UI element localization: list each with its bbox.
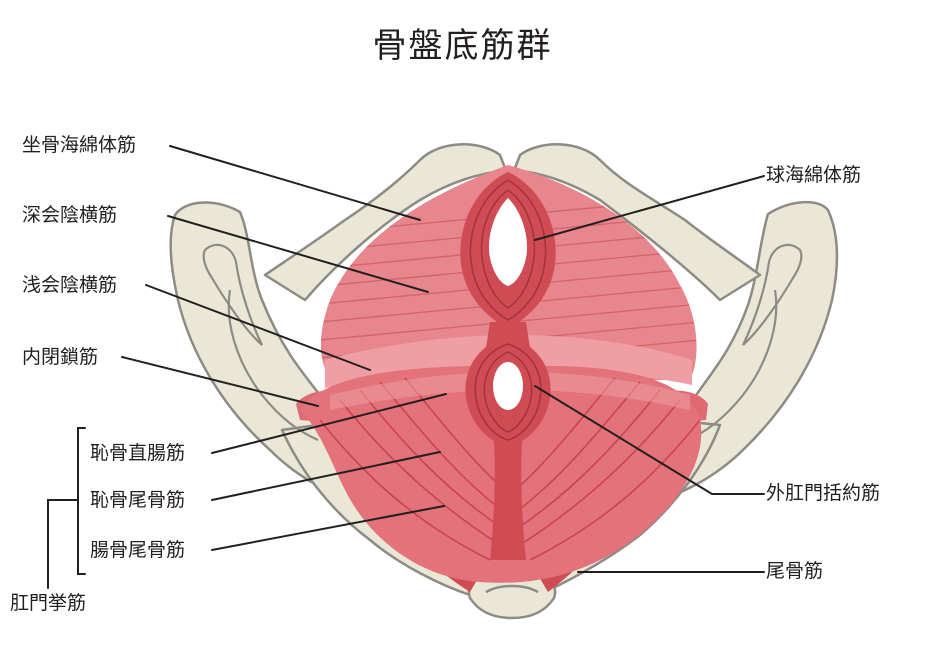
leader-puborectalis bbox=[211, 393, 447, 454]
label-ischiocavernosus: 坐骨海綿体筋 bbox=[22, 134, 137, 156]
levator-ani-bracket-stem bbox=[47, 499, 79, 589]
label-pubococcygeus: 恥骨尾骨筋 bbox=[90, 489, 186, 511]
label-puborectalis: 恥骨直腸筋 bbox=[90, 442, 186, 464]
anal-opening bbox=[493, 362, 523, 410]
levator-ani-bracket bbox=[77, 427, 86, 575]
central-sphincters bbox=[460, 172, 556, 560]
label-deep-transverse-perineal: 深会陰横筋 bbox=[22, 204, 118, 226]
leader-ischiocavernosus bbox=[169, 145, 421, 221]
leader-iliococcygeus bbox=[211, 505, 445, 551]
urogenital-opening bbox=[488, 198, 528, 286]
leader-obturator-internus bbox=[121, 356, 319, 407]
label-external-anal-sphincter: 外肛門括約筋 bbox=[766, 482, 881, 504]
anococcygeal-body bbox=[490, 440, 526, 560]
label-obturator-internus: 内閉鎖筋 bbox=[22, 346, 99, 368]
leader-lines bbox=[47, 145, 765, 589]
leader-external-anal-sphincter bbox=[534, 385, 765, 495]
leader-deep-transverse bbox=[167, 215, 429, 293]
label-iliococcygeus: 腸骨尾骨筋 bbox=[90, 539, 186, 561]
leader-pubococcygeus bbox=[211, 451, 441, 501]
page-title: 骨盤底筋群 bbox=[372, 26, 553, 66]
label-bulbospongiosus: 球海綿体筋 bbox=[766, 164, 862, 186]
pubic-symphysis bbox=[263, 143, 762, 302]
leader-superficial-transverse bbox=[145, 284, 371, 371]
label-levator-ani: 肛門挙筋 bbox=[10, 592, 87, 614]
label-superficial-transverse-perineal: 浅会陰横筋 bbox=[22, 274, 118, 296]
lower-light-band bbox=[330, 372, 690, 410]
label-coccygeus: 尾骨筋 bbox=[766, 560, 824, 582]
leader-bulbospongiosus bbox=[534, 175, 765, 241]
